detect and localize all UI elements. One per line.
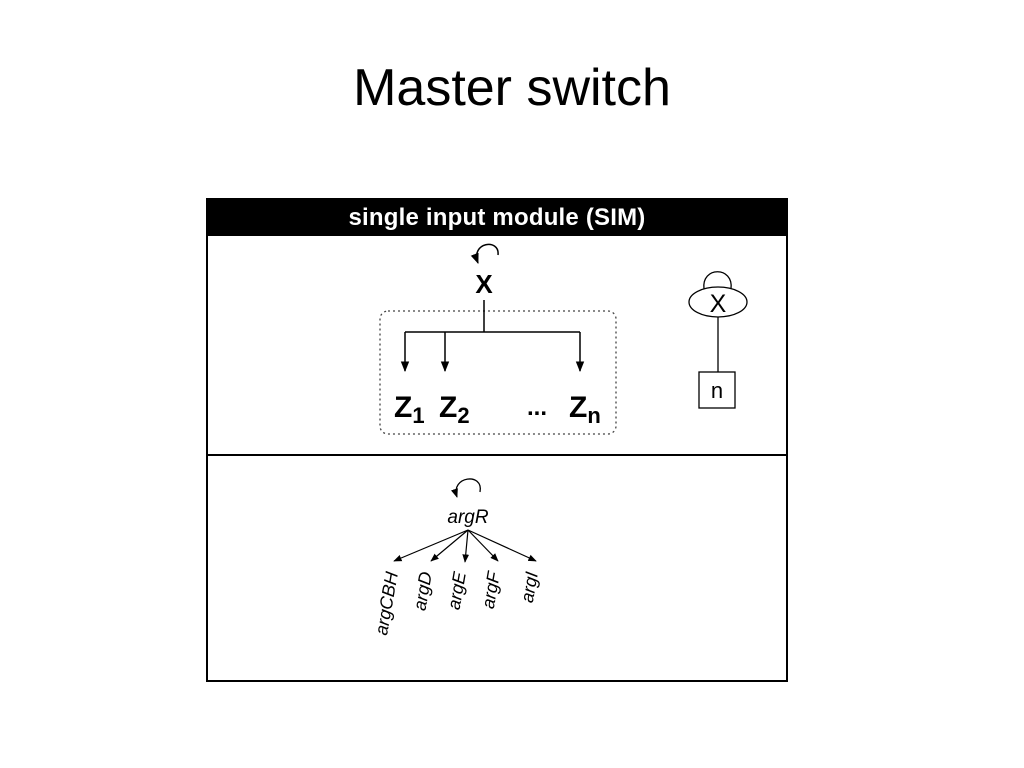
regulator-node-x: X — [475, 269, 493, 299]
self-loop-arrow — [470, 243, 499, 264]
gene-argf: argF — [478, 569, 504, 610]
target-node-z2: Z2 — [439, 391, 470, 428]
arg-example: argR argCBH argD argE argF argI — [371, 478, 542, 637]
sim-figure: single input module (SIM) X Z1 Z2 ... — [206, 198, 788, 682]
edge-to-argcbh — [393, 529, 469, 562]
argr-node: argR — [447, 507, 488, 528]
gene-argi: argI — [517, 570, 542, 604]
target-node-z1: Z1 — [394, 391, 425, 428]
sim-diagram: X Z1 Z2 ... Zn X n — [371, 243, 748, 637]
target-group-box — [379, 310, 617, 435]
sim-motif: X Z1 Z2 ... Zn — [379, 243, 617, 435]
icon-self-loop — [703, 271, 732, 290]
figure-header: single input module (SIM) — [208, 200, 786, 236]
icon-node-x: X — [710, 290, 727, 318]
argr-self-loop — [450, 478, 481, 498]
gene-arge: argE — [444, 569, 470, 611]
icon-count-n: n — [711, 378, 723, 403]
slide-title: Master switch — [353, 59, 671, 117]
edge-to-argd — [430, 529, 469, 562]
edge-to-argf — [467, 529, 499, 562]
gene-argcbh: argCBH — [371, 569, 402, 637]
edge-to-argi — [467, 529, 537, 562]
sim-icon: X n — [688, 271, 748, 409]
gene-argd: argD — [409, 570, 435, 612]
target-node-zn: Zn — [569, 391, 601, 428]
figure-divider — [208, 454, 786, 456]
ellipsis: ... — [527, 394, 547, 421]
edge-to-arge — [462, 529, 470, 563]
icon-count-box — [698, 371, 736, 409]
